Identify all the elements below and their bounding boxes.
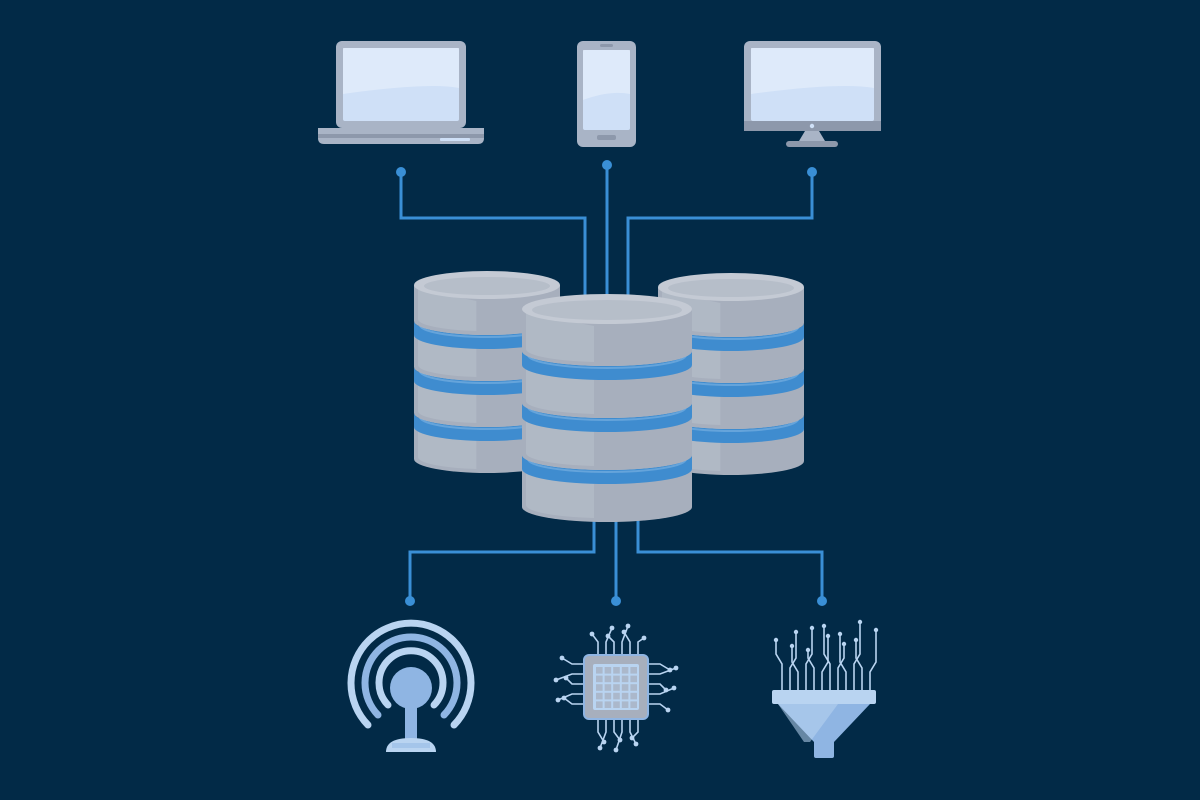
endpoint-antenna [405,596,415,606]
endpoint-phone [602,160,612,170]
cpu-chip-icon [553,623,679,753]
endpoint-funnel [817,596,827,606]
filter-funnel-icon [772,619,879,758]
laptop-icon [318,41,484,144]
database-stack-right-icon [658,273,804,475]
wireless-antenna-icon [347,619,475,752]
endpoint-monitor [807,167,817,177]
connector-endpoints [396,160,827,606]
monitor-icon [744,41,881,147]
smartphone-icon [577,41,636,147]
database-disc [522,294,692,380]
connector-funnel [636,520,824,600]
connector-monitor [626,172,814,300]
endpoint-chip [611,596,621,606]
endpoint-laptop [396,167,406,177]
database-stack-center-icon [522,294,692,522]
connector-lines [399,165,824,600]
connector-laptop [399,172,587,300]
connector-antenna [408,520,596,600]
